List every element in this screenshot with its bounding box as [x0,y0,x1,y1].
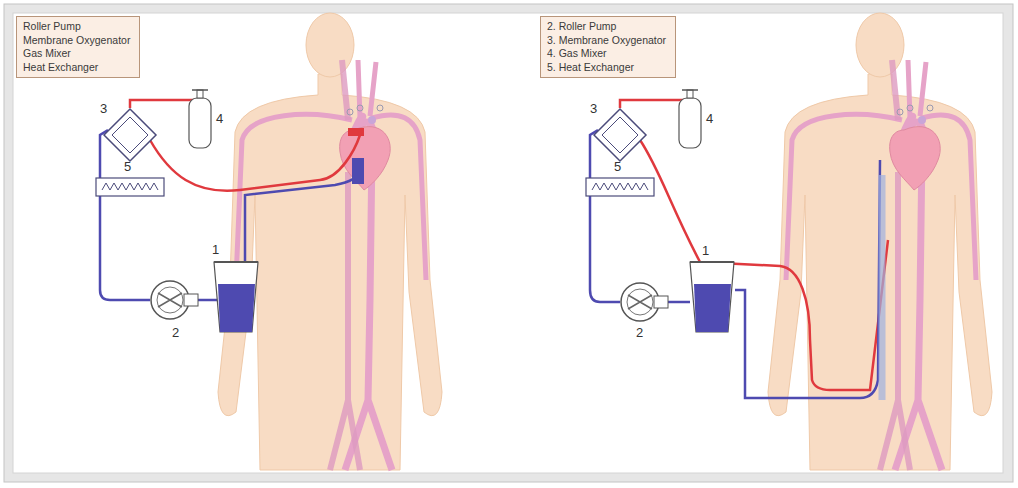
callout-number: 2 [636,326,643,340]
part-name: Roller Pump [23,20,133,34]
callout-number: 3 [590,102,597,116]
callout-number: 4 [706,112,713,126]
callout-number: 1 [702,244,709,258]
callout-number: 1 [212,243,219,257]
callout-number: 5 [124,160,131,174]
callout-number: 4 [216,112,223,126]
part-name: Heat Exchanger [23,61,133,75]
part-name: Membrane Oxygenator [23,34,133,48]
part-name: Gas Mixer [23,47,133,61]
callout-number: 3 [100,102,107,116]
callout-number: 2 [172,326,179,340]
callout-number: 5 [614,160,621,174]
part-name: 4. Gas Mixer [547,47,669,61]
legend-box: 2. Roller Pump3. Membrane Oxygenator4. G… [540,16,676,78]
legend-box: Roller PumpMembrane OxygenatorGas MixerH… [16,16,140,78]
part-name: 2. Roller Pump [547,20,669,34]
part-name: 3. Membrane Oxygenator [547,34,669,48]
part-name: 5. Heat Exchanger [547,61,669,75]
